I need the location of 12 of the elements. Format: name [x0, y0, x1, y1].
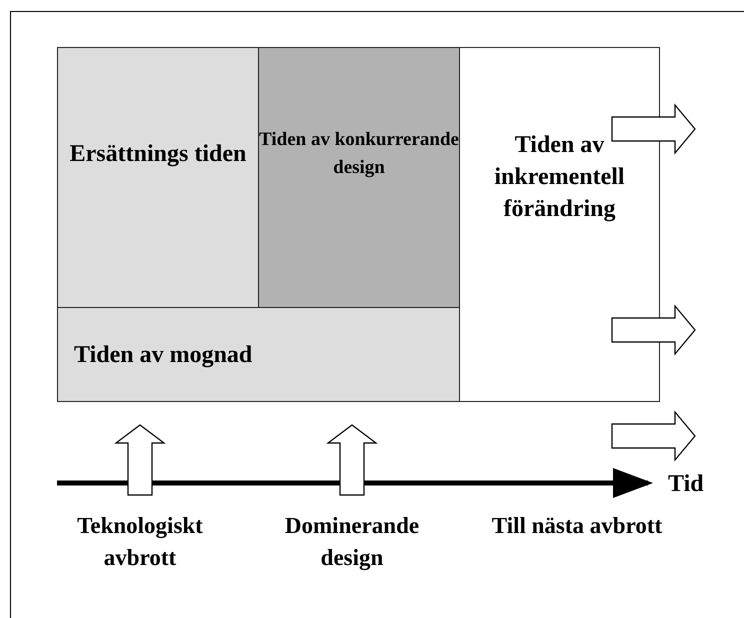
period-box [57, 47, 259, 308]
axis-label: Tid [668, 470, 705, 499]
period-text: Tiden av konkurrerande design [259, 128, 459, 180]
period-box [57, 307, 460, 402]
period-box [459, 47, 660, 402]
period-box [258, 47, 460, 308]
milestone-label: Till nästa avbrott [490, 512, 664, 540]
milestone-label: Dominerande design [284, 512, 420, 572]
period-text: Tiden av mognad [74, 340, 252, 370]
period-text: Ersättnings tiden [70, 140, 246, 168]
milestone-label: Teknologiskt avbrott [76, 512, 204, 572]
period-text: Tiden av inkrementell förändring [493, 130, 626, 224]
